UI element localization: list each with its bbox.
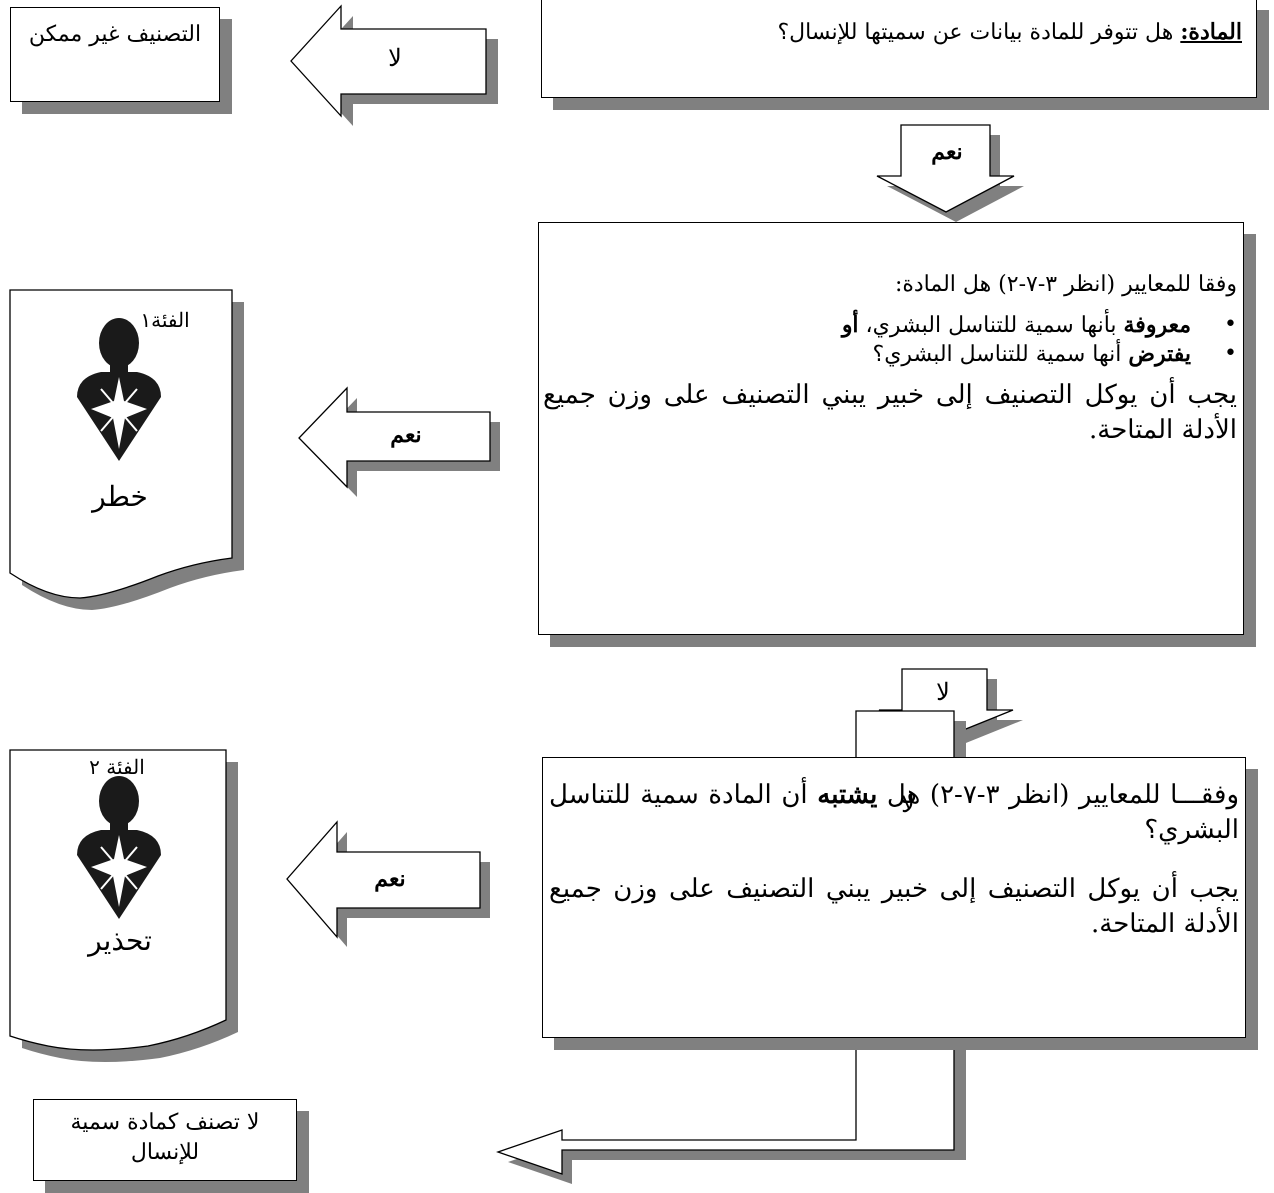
question-2-bullet-known: معروفة بأنها سمية للتناسل البشري، أو xyxy=(543,311,1237,341)
bullet-known-text: بأنها سمية للتناسل البشري، xyxy=(858,312,1124,338)
arrow-yes-down-1 xyxy=(876,124,1024,222)
category-2-signal-word: تحذير xyxy=(88,924,152,957)
bullet-presumed-text: أنها سمية للتناسل البشري؟ xyxy=(872,342,1129,368)
arrow-yes-label-1: نعم xyxy=(931,139,963,165)
question-2-bullet-presumed: يفترض أنها سمية للتناسل البشري؟ xyxy=(543,340,1237,370)
category-2-title: الفئة ٢ xyxy=(89,755,145,779)
question-2-intro: وفقا للمعايير (انظر ٣-٧-٢) هل المادة: xyxy=(894,272,1237,297)
arrow-yes-label-3: نعم xyxy=(374,866,406,892)
arrow-yes-left-2 xyxy=(298,386,500,497)
result-not-possible-box: التصنيف غير ممكن xyxy=(10,7,220,102)
question-3-text: وفقـــا للمعايير (انظر ٣-٧-٢) هل يشتبه أ… xyxy=(549,778,1239,848)
question-1-label: المادة: xyxy=(1180,19,1242,45)
arrow-no-label-final: لا xyxy=(901,790,915,818)
question-2-bullets: معروفة بأنها سمية للتناسل البشري، أو يفت… xyxy=(543,311,1237,370)
question-2-note: يجب أن يوكل التصنيف إلى خبير يبني التصني… xyxy=(543,380,1237,446)
question-3-bold: يشتبه xyxy=(817,780,878,810)
result-not-classified-text: لا تصنف كمادة سمية للإنسال xyxy=(70,1110,260,1165)
category-1-title: الفئة١ xyxy=(140,308,190,332)
result-not-classified-box: لا تصنف كمادة سمية للإنسال xyxy=(33,1099,297,1181)
question-3-note: يجب أن يوكل التصنيف إلى خبير يبني التصني… xyxy=(549,874,1239,940)
question-3-part-1: وفقـــا للمعايير (انظر ٣-٧-٢) هل xyxy=(877,780,1240,810)
question-2-box: وفقا للمعايير (انظر ٣-٧-٢) هل المادة: مع… xyxy=(538,222,1244,635)
question-3-part-2: أن المادة سمية للتناسل البشري؟ xyxy=(549,780,1239,846)
question-1-text: هل تتوفر للمادة بيانات عن سميتها للإنسال… xyxy=(777,20,1181,45)
health-hazard-icon xyxy=(77,318,161,461)
health-hazard-icon xyxy=(77,776,161,919)
bullet-known-or: أو xyxy=(841,311,859,338)
question-3-box: وفقـــا للمعايير (انظر ٣-٧-٢) هل يشتبه أ… xyxy=(542,757,1246,1038)
arrow-no-label-top: لا xyxy=(388,44,402,72)
bullet-presumed-bold: يفترض xyxy=(1128,341,1191,368)
arrow-yes-label-2: نعم xyxy=(390,422,422,448)
arrow-yes-left-3 xyxy=(286,820,490,947)
result-not-possible-text: التصنيف غير ممكن xyxy=(28,22,202,47)
question-1-box: المادة: هل تتوفر للمادة بيانات عن سميتها… xyxy=(541,0,1257,98)
bullet-known-bold: معروفة xyxy=(1123,311,1191,338)
category-1-signal-word: خطر xyxy=(92,480,148,513)
arrow-no-label-2: لا xyxy=(936,678,950,706)
arrow-no-left-top xyxy=(290,4,498,126)
